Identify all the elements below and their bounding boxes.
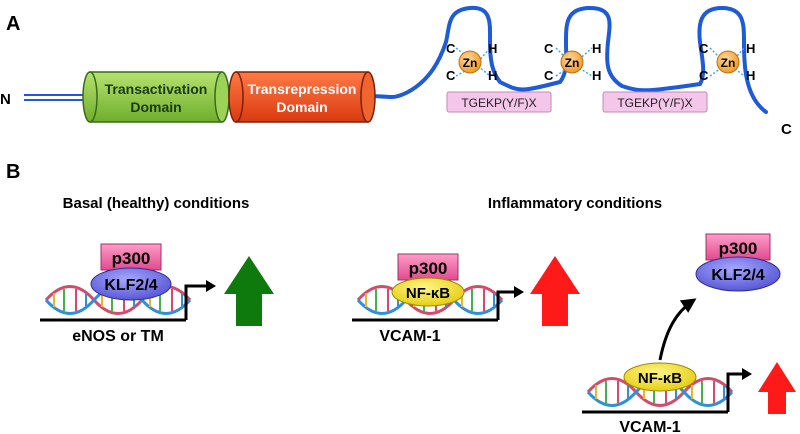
nfkb-ellipse-inflam-2: NF-κB [623,362,697,392]
basal-title: Basal (healthy) conditions [63,195,250,212]
transrepression-domain: Transrepression Domain [228,71,376,123]
inflammatory-title: Inflammatory conditions [488,195,662,212]
transactivation-label-line1: Transactivation [105,81,208,97]
linker-label: TGEKP(Y/F)X [461,96,536,110]
his-label: H [746,41,755,56]
gene-label-inflam-1: VCAM-1 [379,328,440,345]
cys-label: C [446,68,456,83]
cys-label: C [544,41,554,56]
klf-label: KLF2/4 [104,277,157,294]
p300-label: p300 [112,249,151,268]
linker-box-2: TGEKP(Y/F)X [602,91,708,113]
panel-b-label: B [6,161,20,183]
nfkb-label: NF-κB [638,370,682,387]
transrepression-label-line2: Domain [276,99,327,115]
dissociation-arrow [658,298,697,361]
cys-label: C [446,41,456,56]
klf-ellipse-dissociated: KLF2/4 [695,256,781,292]
up-arrow-green [224,256,274,326]
zinc-finger-3: Zn C C H H [699,41,755,83]
transcription-start-arrow [496,286,524,320]
his-label: H [488,68,497,83]
gene-label-basal: eNOS or TM [72,328,164,345]
zinc-finger-1: Zn C C H H [446,41,497,83]
transcription-start-arrow [184,280,216,320]
panel-a-label: A [6,13,20,35]
transrepression-label-line1: Transrepression [248,81,357,97]
p300-label: p300 [409,259,448,278]
transactivation-domain: Transactivation Domain [82,71,230,123]
nfkb-ellipse-inflam-1: NF-κB [391,277,465,307]
nfkb-label: NF-κB [406,285,450,302]
up-arrow-red [530,256,580,326]
zinc-label: Zn [565,56,580,70]
dna-helix-inflam-2 [582,377,734,414]
linker-box-1: TGEKP(Y/F)X [446,91,552,113]
p300-box-basal: p300 [100,243,162,271]
up-arrow-red-small [758,362,796,414]
p300-label: p300 [719,239,758,258]
p300-box-dissociated: p300 [705,233,771,261]
transactivation-label-line2: Domain [130,99,181,115]
cys-label: C [544,68,554,83]
zinc-label: Zn [463,56,478,70]
transcription-start-arrow [726,368,752,412]
n-terminus-label: N [0,91,11,108]
p300-box-inflam-1: p300 [397,253,459,281]
c-terminus-label: C [781,121,792,138]
zinc-label: Zn [721,56,736,70]
his-label: H [592,41,601,56]
his-label: H [746,68,755,83]
klf-ellipse-basal: KLF2/4 [90,267,172,301]
linker-label: TGEKP(Y/F)X [617,96,692,110]
klf-label: KLF2/4 [711,267,764,284]
zinc-finger-2: Zn C C H H [544,41,601,83]
cys-label: C [699,41,709,56]
gene-label-inflam-2: VCAM-1 [619,419,680,434]
his-label: H [592,68,601,83]
cys-label: C [699,68,709,83]
his-label: H [488,41,497,56]
